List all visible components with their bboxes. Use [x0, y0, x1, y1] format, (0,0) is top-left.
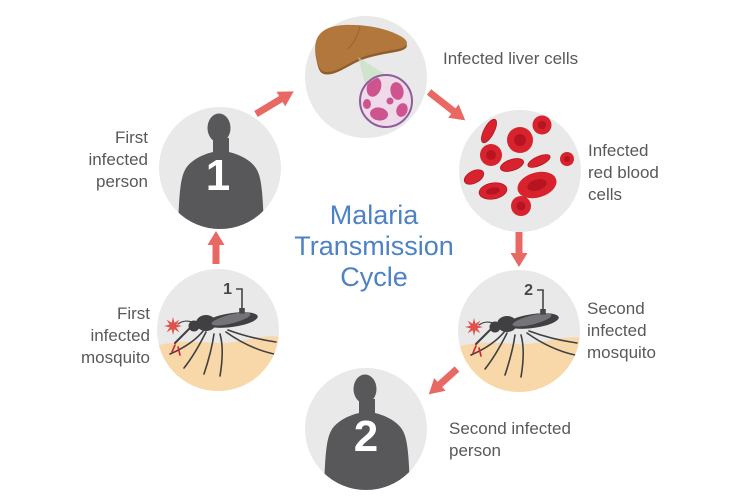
node-infected-red-blood-cells — [459, 110, 581, 232]
node-second-infected-person: 2 — [305, 368, 427, 490]
red-blood-cells-icon — [463, 115, 574, 216]
person-number: 1 — [206, 151, 230, 200]
arrow-liver-to-rbc — [426, 89, 466, 121]
arrow-person1-to-liver — [254, 91, 294, 118]
label-second-infected-person: Second infected person — [449, 419, 571, 460]
arrow-rbc-to-mosquito2 — [510, 232, 528, 267]
node-second-infected-mosquito: 2 — [458, 270, 580, 392]
svg-text:2: 2 — [524, 282, 533, 299]
label-infected-red-blood-cells: Infected red blood cells — [588, 141, 659, 204]
liver-icon — [315, 24, 407, 75]
arrow-mosquito2-to-person2 — [428, 366, 460, 395]
mosquito-number-tag: 2 — [524, 282, 546, 315]
node-infected-liver-cells — [305, 16, 427, 138]
node-first-infected-person: 1 — [159, 107, 281, 229]
node-first-infected-mosquito: 1 — [157, 269, 279, 391]
node-circle — [459, 110, 581, 232]
label-first-infected-mosquito: First infected mosquito — [81, 304, 150, 367]
arrow-mosquito1-to-person1 — [207, 231, 225, 264]
mosquito-number-tag: 1 — [223, 281, 245, 314]
label-second-infected-mosquito: Second infected mosquito — [587, 299, 656, 362]
diagram-title: Malaria Transmission Cycle — [294, 200, 454, 292]
person-number: 2 — [354, 412, 378, 461]
infected-cell-icon — [359, 74, 413, 128]
svg-text:1: 1 — [223, 281, 232, 298]
label-infected-liver-cells: Infected liver cells — [443, 49, 579, 68]
label-first-infected-person: First infected person — [88, 128, 148, 191]
